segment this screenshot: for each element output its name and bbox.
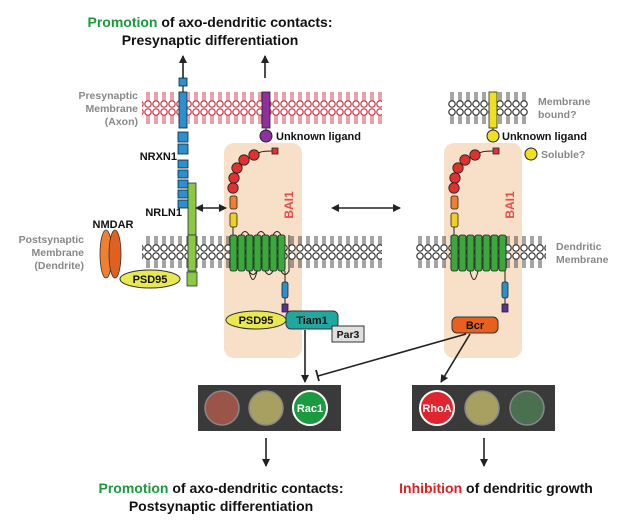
- label-unknown-ligand-left: Unknown ligand: [276, 131, 361, 143]
- inhibit-bcr-rac1: [317, 333, 467, 377]
- label-psd95-mid: PSD95: [239, 315, 274, 327]
- label-nrln1: NRLN1: [145, 207, 182, 219]
- label-presynaptic-1: Presynaptic: [78, 90, 138, 102]
- label-nrxn1: NRXN1: [140, 151, 177, 163]
- unknown-ligand-right: [486, 91, 500, 143]
- nrxn1-protein: [177, 77, 189, 209]
- label-bcr: Bcr: [466, 320, 485, 332]
- unknown-ligand-left: [259, 91, 273, 143]
- bottom-right-line1: Inhibition of dendritic growth: [399, 480, 593, 496]
- label-postsynaptic-1: Postsynaptic: [19, 234, 85, 246]
- label-membrane-bound-2: bound?: [538, 109, 576, 121]
- label-rhoa: RhoA: [422, 403, 451, 415]
- psd95-left: [119, 269, 181, 289]
- bottom-left-line1: Promotion of axo-dendritic contacts:: [98, 480, 343, 496]
- nmdar-subunit-b: [108, 229, 122, 279]
- label-nmdar: NMDAR: [93, 219, 134, 231]
- label-presynaptic-2: Membrane: [85, 103, 138, 115]
- membrane-bound-membrane: [448, 92, 528, 128]
- label-rac1: Rac1: [297, 403, 323, 415]
- label-postsynaptic-2: Membrane: [31, 247, 84, 259]
- nrln1-protein: [186, 182, 198, 287]
- label-unknown-ligand-right: Unknown ligand: [502, 131, 587, 143]
- bai1-left-protein: [227, 147, 290, 313]
- label-par3: Par3: [337, 329, 360, 341]
- label-psd95-left: PSD95: [133, 274, 168, 286]
- label-bai1-right: BAI1: [503, 191, 517, 219]
- light-green-off-right: [509, 390, 545, 426]
- label-postsynaptic-3: (Dendrite): [34, 260, 84, 272]
- tiam1-box: [285, 310, 339, 330]
- light-rac1-on: [292, 390, 328, 426]
- light-red-off: [204, 390, 240, 426]
- top-title-line2: Presynaptic differentiation: [122, 32, 299, 48]
- soluble-ligand: [524, 147, 538, 161]
- light-yellow-off-right: [464, 390, 500, 426]
- arrow-bcr-rhoa: [440, 333, 471, 383]
- bottom-left-line2: Postsynaptic differentiation: [129, 498, 313, 514]
- label-bai1-left: BAI1: [282, 191, 296, 219]
- label-dendritic-2: Membrane: [556, 254, 609, 266]
- bai1-right-protein: [448, 147, 509, 313]
- label-presynaptic-3: (Axon): [105, 116, 138, 128]
- light-yellow-off: [248, 390, 284, 426]
- label-membrane-bound-1: Membrane: [538, 96, 591, 108]
- label-dendritic-1: Dendritic: [556, 241, 602, 253]
- par3-box: [331, 325, 365, 343]
- light-rhoa-on: [419, 390, 455, 426]
- top-title-line1: Promotion of axo-dendritic contacts:: [87, 14, 332, 30]
- inhibit-bar: [315, 369, 320, 382]
- bcr-box: [451, 316, 499, 334]
- label-soluble: Soluble?: [541, 149, 585, 161]
- label-tiam1: Tiam1: [296, 315, 328, 327]
